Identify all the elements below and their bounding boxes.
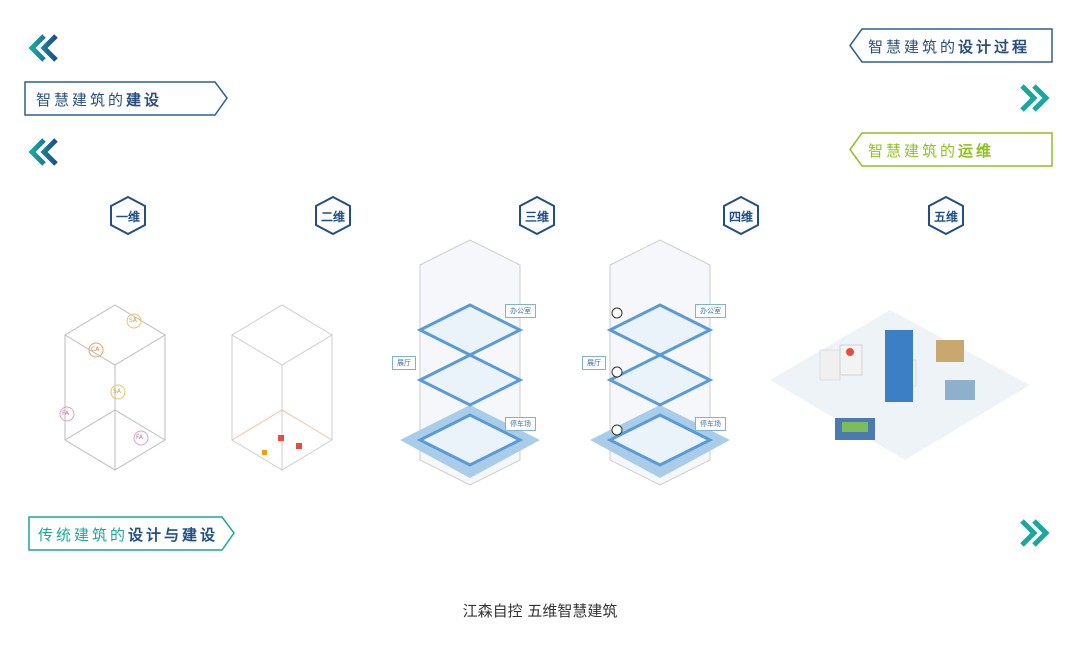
floor-label-hall: 展厅: [582, 356, 606, 370]
dimension-4d: 四维: [728, 209, 753, 224]
wireframe-2d: [231, 304, 333, 471]
double-chevron-right-icon: [1020, 84, 1050, 112]
floor-label-office: 办公室: [505, 304, 536, 318]
tag-operations: 智慧建筑的运维: [868, 141, 995, 160]
floor-label-hall: 展厅: [392, 356, 416, 370]
tag-design-process: 智慧建筑的设计过程: [868, 37, 1031, 56]
building-4d: [590, 239, 730, 486]
floor-label-parking: 停车场: [695, 417, 726, 431]
sensor-label: CA: [91, 346, 100, 353]
dimension-5d: 五维: [933, 209, 958, 224]
sensor-label: FA: [136, 434, 144, 441]
double-chevron-left-icon: [28, 34, 58, 62]
clock-icon: [611, 366, 623, 378]
tag-construction: 智慧建筑的建设: [36, 90, 163, 109]
clock-icon: [611, 424, 623, 436]
dimension-3d: 三维: [524, 209, 549, 224]
floor-label-parking: 停车场: [505, 417, 536, 431]
building-3d: [400, 239, 540, 486]
sensor-circles-1d: [59, 313, 149, 446]
hexagon-markers: [110, 195, 964, 236]
double-chevron-right-icon: [1020, 519, 1050, 547]
sensor-label: SA: [129, 317, 138, 324]
caption: 江森自控 五维智慧建筑: [462, 602, 618, 620]
dimension-1d: 一维: [115, 209, 140, 224]
sensor-label: FA: [62, 410, 70, 417]
arrow-row-bottom: [28, 516, 1050, 551]
arrow-row-1: [28, 28, 1053, 63]
arrow-row-2: [24, 81, 1050, 116]
sensor-label: SA: [113, 388, 122, 395]
wireframe-1d: [64, 304, 166, 471]
arrow-row-3: [28, 132, 1053, 167]
floor-label-office: 办公室: [695, 304, 726, 318]
clock-icon: [611, 307, 623, 319]
double-chevron-left-icon: [28, 138, 58, 166]
tag-traditional: 传统建筑的设计与建设: [38, 525, 219, 544]
dimension-2d: 二维: [320, 209, 345, 224]
city-5d: [770, 310, 1030, 460]
